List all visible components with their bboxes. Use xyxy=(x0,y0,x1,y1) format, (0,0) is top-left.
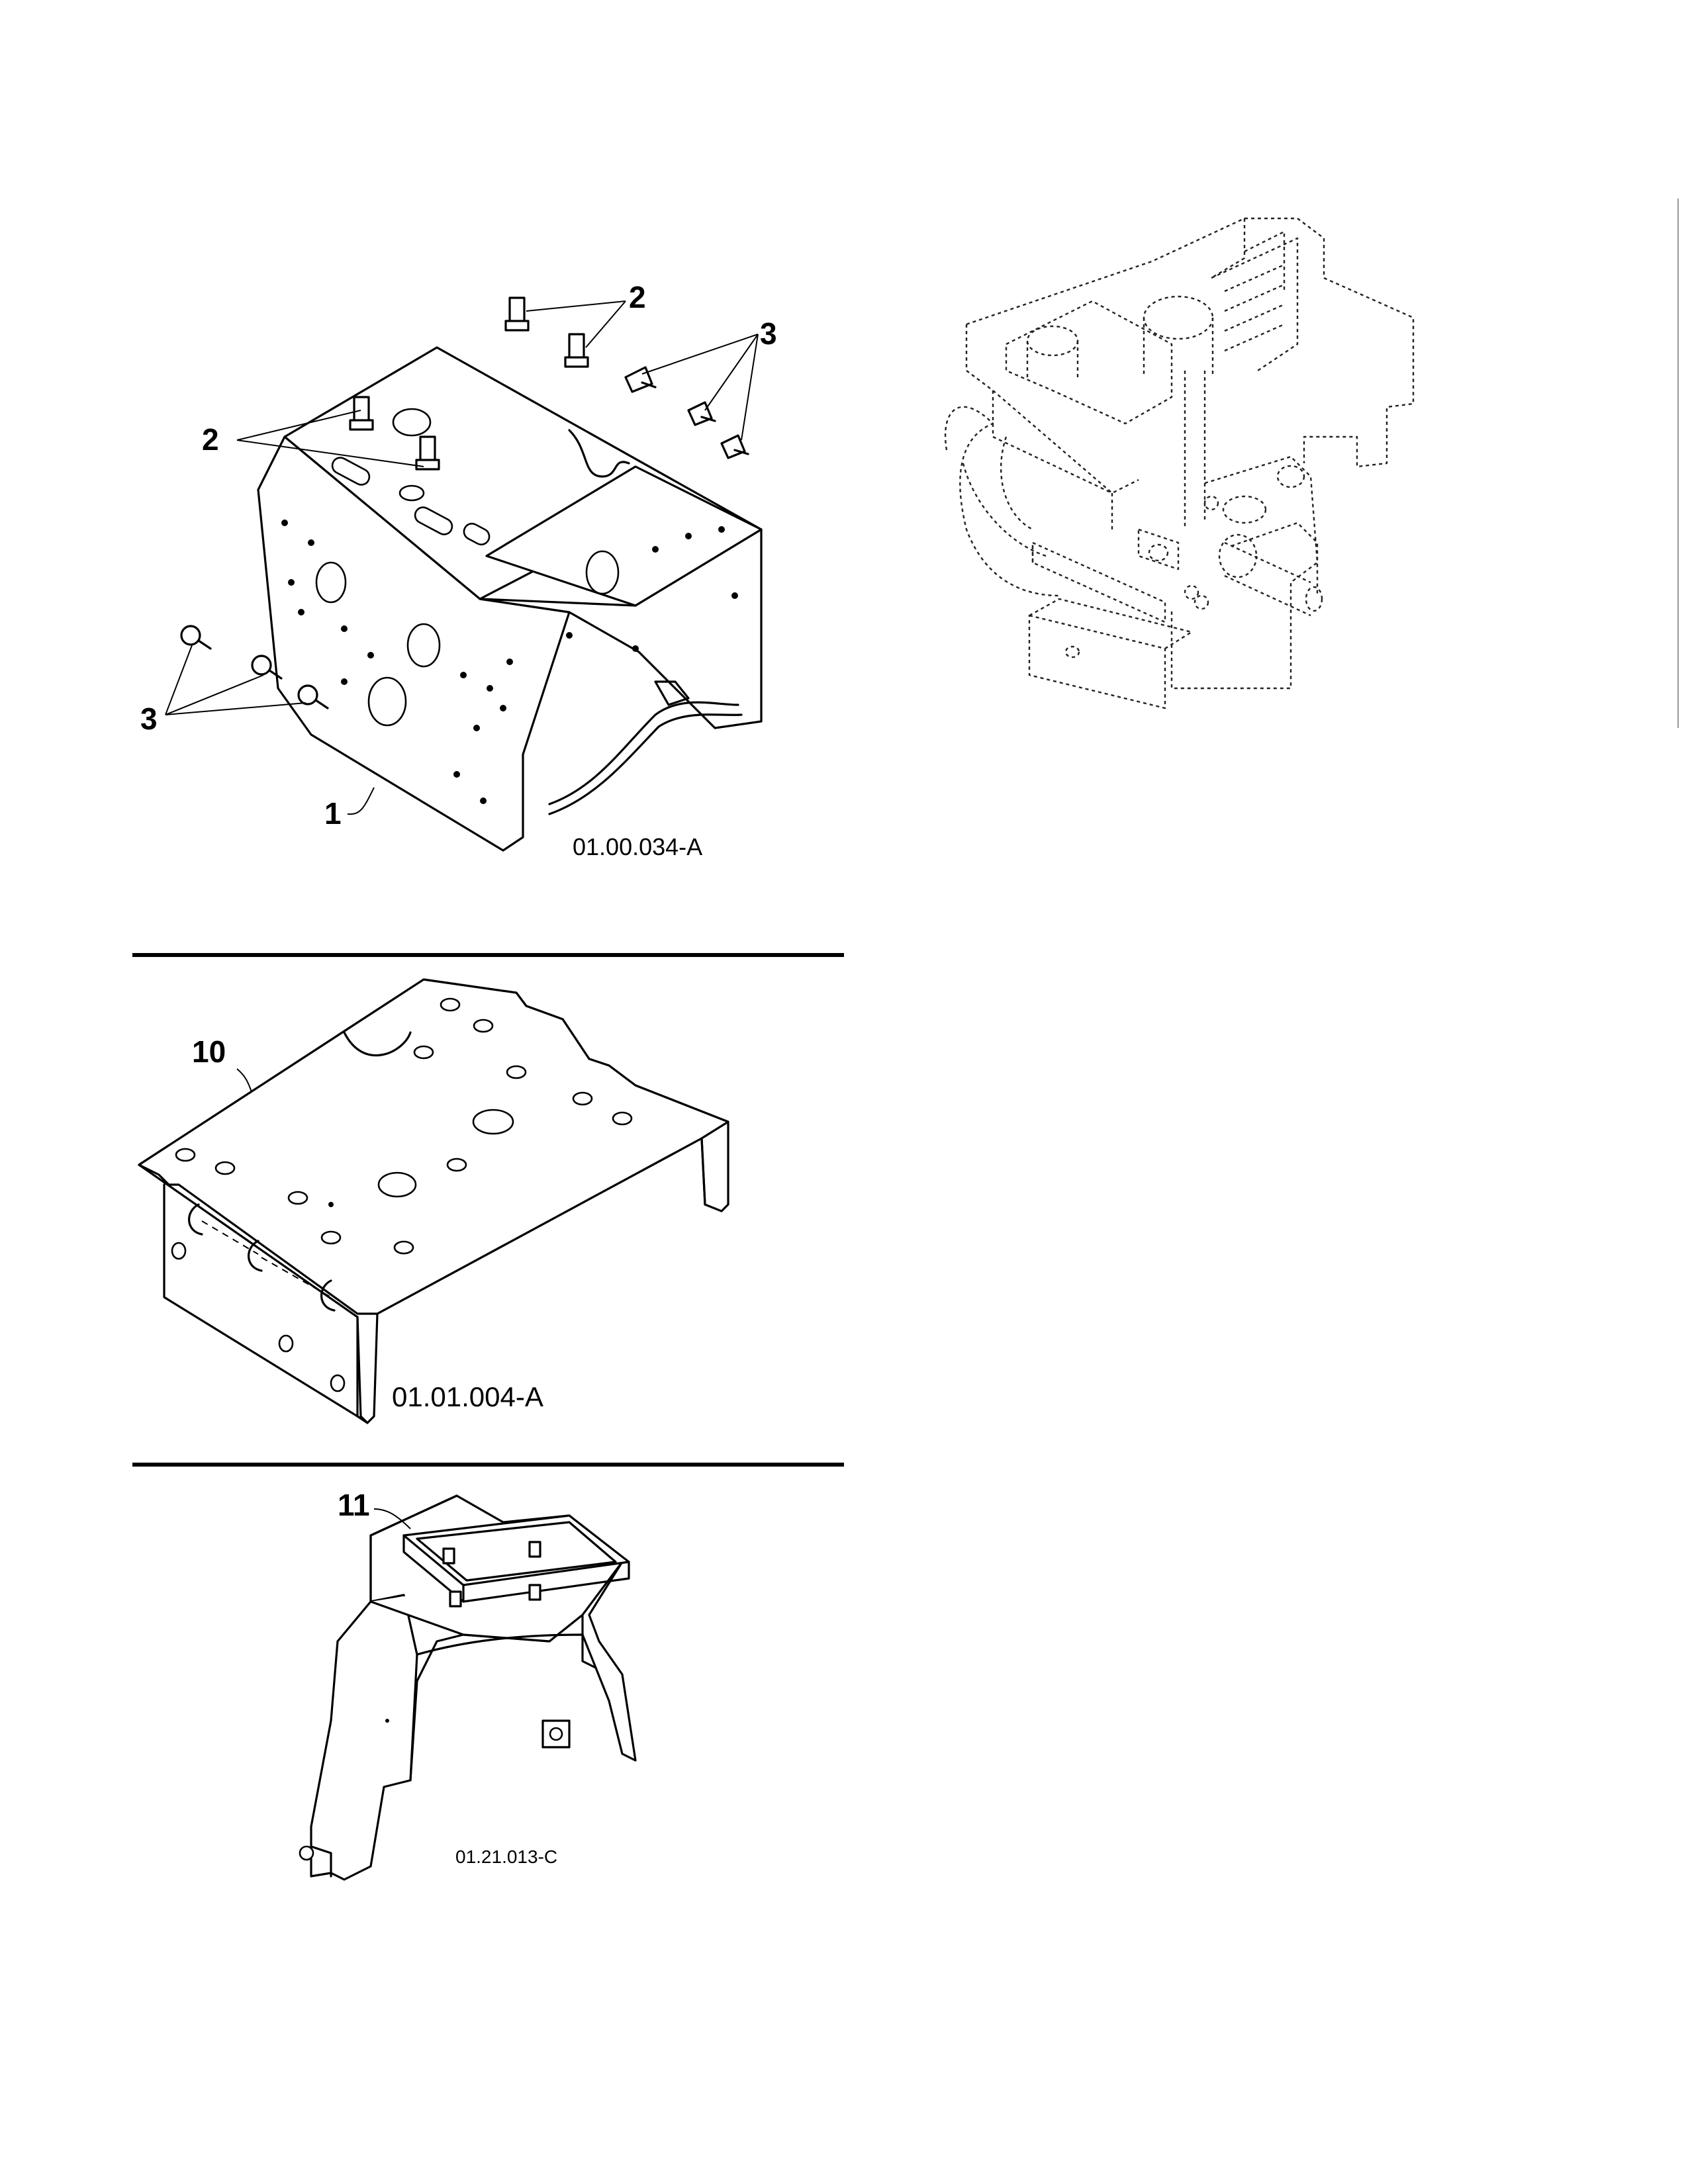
cover-figure: 11 01.21.013-C xyxy=(299,1488,637,1881)
screw-icon xyxy=(687,401,716,426)
mounting-plate-figure: 10 01.01.004-A xyxy=(138,978,729,1424)
screw-icon xyxy=(180,625,212,650)
callout-11: 11 xyxy=(338,1488,370,1522)
engine-reference-figure xyxy=(944,199,1679,728)
callout-2-left: 2 xyxy=(202,422,219,457)
figure-ref-cover: 01.21.013-C xyxy=(455,1846,557,1867)
callout-10: 10 xyxy=(192,1034,226,1069)
bolt-icon xyxy=(564,333,589,368)
screw-icon xyxy=(297,684,329,709)
screw-icon xyxy=(251,655,283,680)
bolt-icon xyxy=(349,396,374,431)
screw-icon xyxy=(720,434,749,459)
callout-1: 1 xyxy=(324,796,342,831)
figure-ref-plate: 01.01.004-A xyxy=(392,1381,543,1412)
bolt-icon xyxy=(415,435,440,471)
callout-3-left: 3 xyxy=(140,702,158,736)
frame-assembly-figure: 2 2 3 3 1 01.00.034-A xyxy=(140,280,777,860)
bolt-icon xyxy=(504,296,530,332)
callout-3-top: 3 xyxy=(760,316,777,351)
figure-ref-frame: 01.00.034-A xyxy=(573,833,702,860)
callout-2-top: 2 xyxy=(629,280,646,314)
